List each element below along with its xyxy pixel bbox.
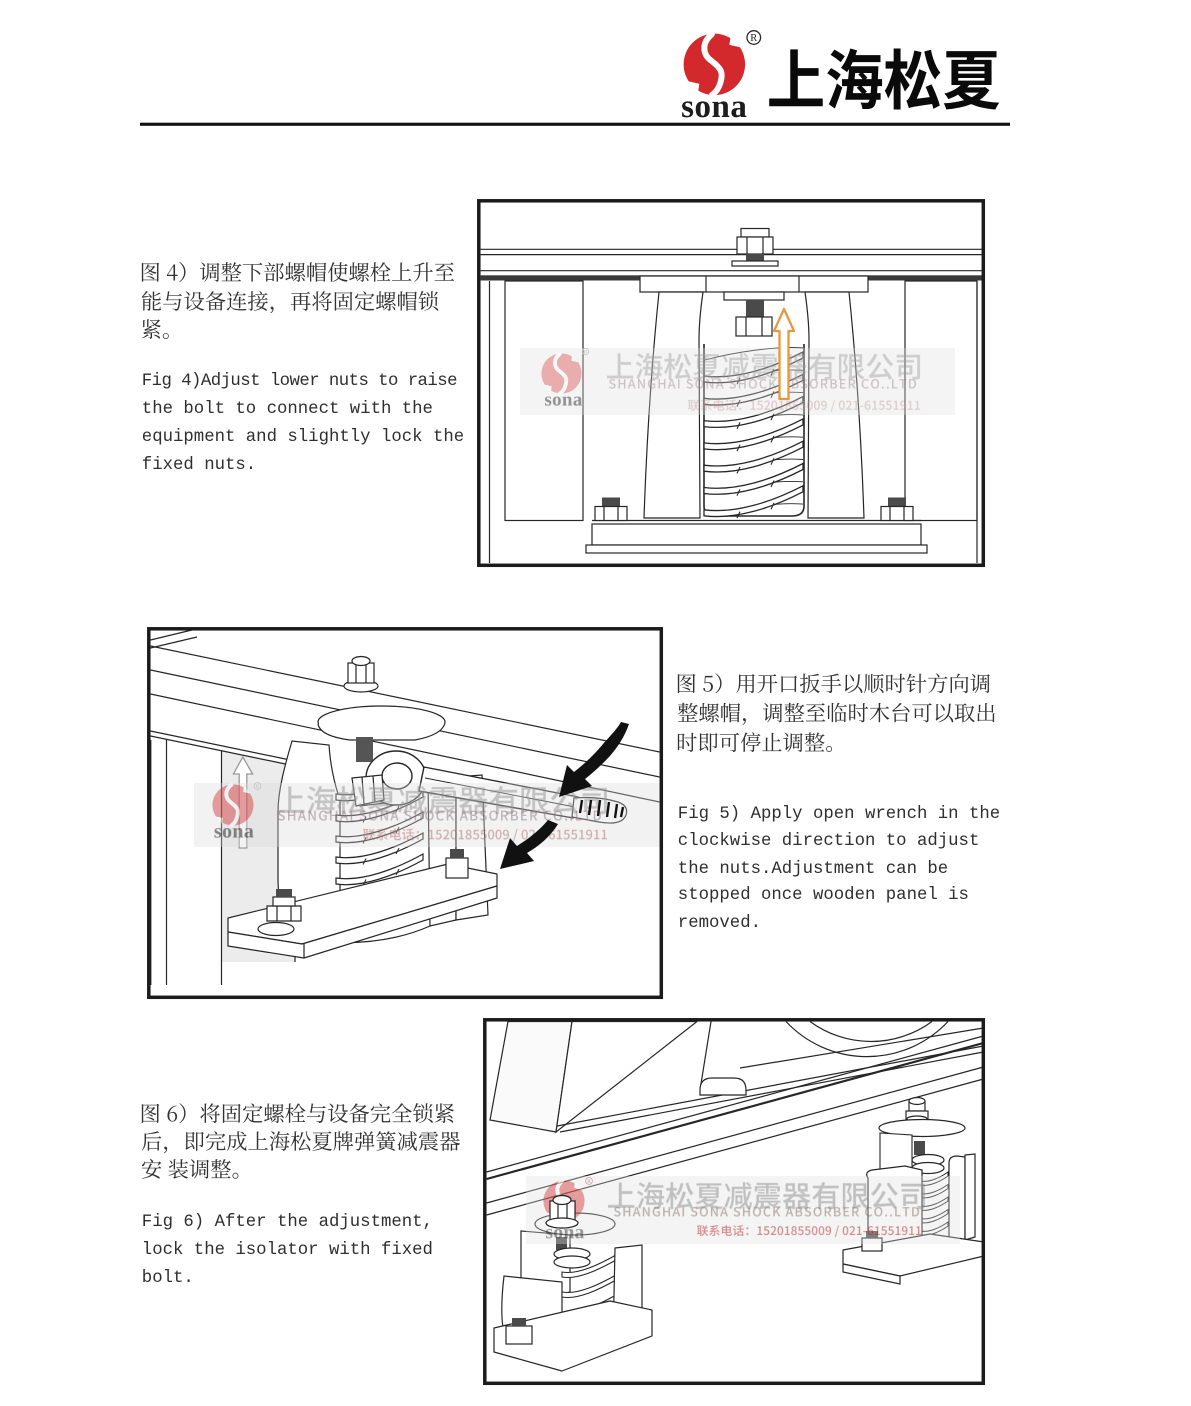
svg-text:R: R — [587, 1179, 591, 1185]
svg-text:R: R — [256, 784, 260, 790]
svg-text:R: R — [584, 350, 588, 355]
svg-text:R: R — [750, 33, 757, 44]
